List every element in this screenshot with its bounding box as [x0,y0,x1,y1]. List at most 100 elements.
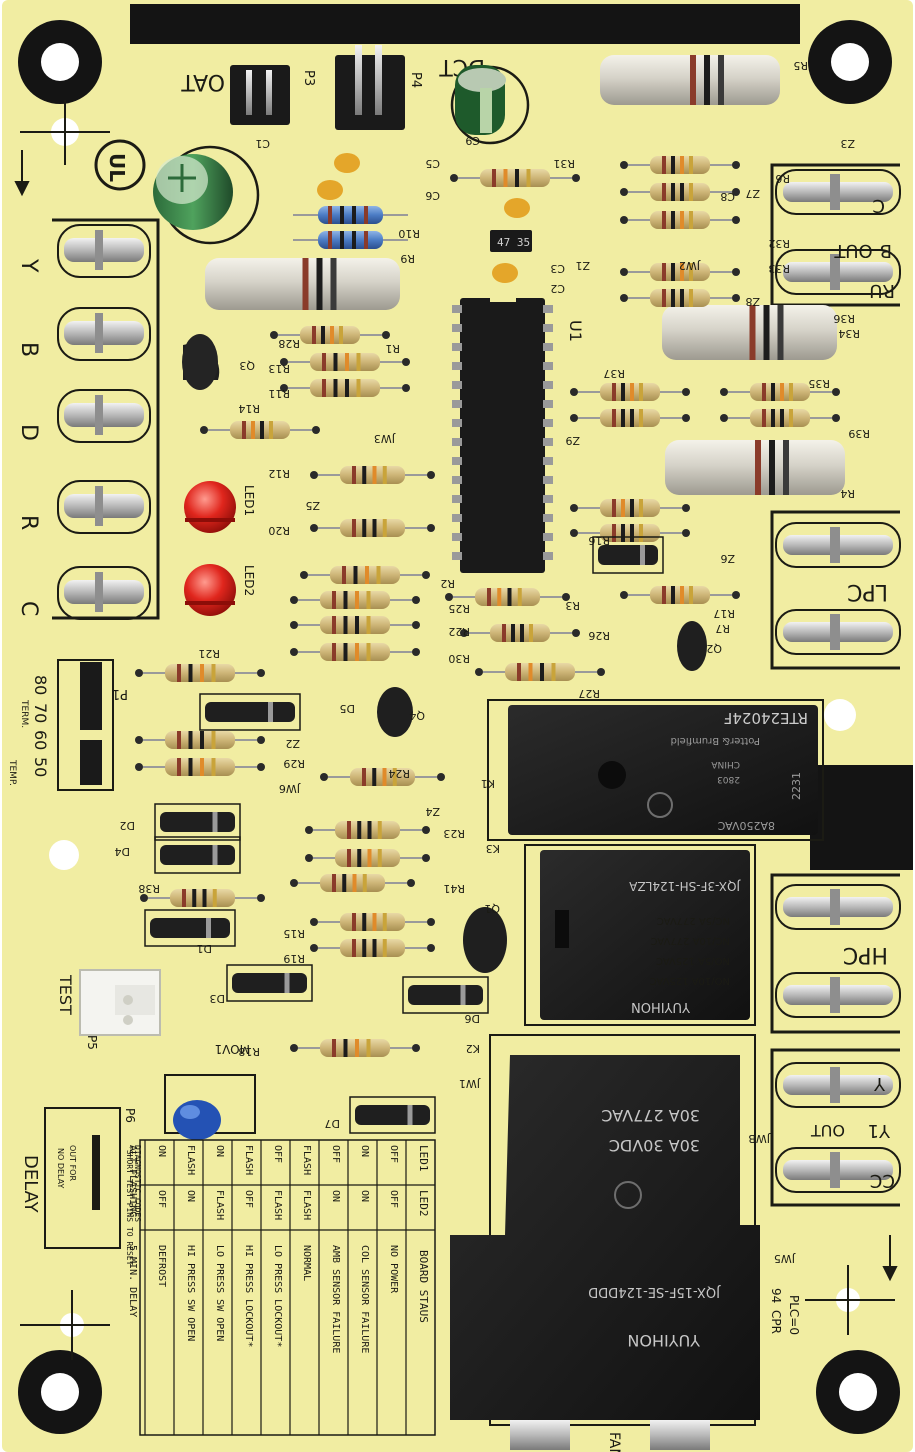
k1-rating: 8A250VAC [717,819,775,832]
svg-text:P3: P3 [301,70,316,86]
silk-label-jw5: JW5 [774,1252,796,1265]
capacitor-c1 [153,145,260,245]
label-y-out: Y [873,1073,886,1094]
svg-text:R15: R15 [283,927,305,940]
diag-row-4-led2: FLASH [301,1190,312,1220]
diag-row-4-status: NORMAL [301,1245,312,1281]
svg-text:R5: R5 [793,59,808,72]
silk-label-q3: Q3 [239,359,255,372]
svg-text:Z2: Z2 [285,737,300,750]
svg-text:RTE24024F: RTE24024F [724,709,808,727]
k2-rating-2: 30A 30VDC [609,1136,700,1155]
zener-z1: 47 35 [490,230,532,252]
label-p3: P3 [301,70,316,86]
resistor-3 [620,183,740,201]
svg-text:Z5: Z5 [305,499,320,512]
svg-text:FLASH: FLASH [214,1190,225,1220]
silk-label-r22: R22 [448,625,470,638]
svg-text:30A 277VAC: 30A 277VAC [601,1106,700,1125]
label-b-out: B-OUT [833,240,892,261]
svg-text:Z9: Z9 [565,434,580,447]
ul-mark-icon: UL [94,139,146,191]
left-terminal-r [57,480,151,534]
diag-row-6-led2: OFF [243,1190,254,1208]
silk-label-r19: R19 [283,952,305,965]
transistor-q3 [182,334,220,390]
svg-text:B: B [16,342,41,357]
label-p5: P5 [85,1035,99,1050]
svg-text:HPC: HPC [843,942,888,967]
svg-text:R14: R14 [238,402,260,415]
ceramic-capacitor-4 [492,263,518,283]
temp-label-80: 80 [31,675,50,695]
silk-label-r30: R30 [448,652,470,665]
delay-header-p6 [44,1107,121,1249]
silk-label-r38: R38 [138,882,160,895]
svg-text:FAN: FAN [606,1432,622,1452]
silk-label-r2: R2 [440,577,455,590]
label-94: 94 [769,1288,783,1303]
label-delay: DELAY [20,1155,41,1214]
svg-text:P5: P5 [85,1035,99,1050]
label-p1: P1 [112,686,128,701]
svg-text:D5: D5 [340,702,355,715]
temp-label-50: 50 [31,757,50,777]
svg-text:Potter& Brumfield: Potter& Brumfield [670,735,760,746]
diag-row-4-led1: FLASH [301,1145,312,1175]
silk-label-r39: R39 [848,427,870,440]
label-p4: P4 [408,72,423,88]
k3-rating-1: NC/5A 277VAC [657,915,730,926]
svg-text:Z8: Z8 [745,295,760,308]
svg-text:R38: R38 [138,882,160,895]
diag-row-8-led1: FLASH [185,1145,196,1175]
diode-2 [154,803,241,841]
silk-label-r33: R33 [768,262,790,275]
blue-resistor-2 [293,231,408,249]
silk-label-z3: Z3 [840,137,855,150]
diag-row-8-led2: ON [185,1190,196,1202]
resistor-26 [475,663,605,681]
resistor-21 [290,616,420,634]
label-hpc: HPC [843,942,888,967]
silk-label-r4: R4 [840,487,855,500]
silk-label-r1: R1 [385,342,400,355]
svg-text:NORMAL: NORMAL [301,1245,312,1281]
mount-hole-top-left [18,20,102,104]
resistor-10 [200,421,320,439]
silk-label-r12: R12 [268,467,290,480]
svg-text:TERM.: TERM. [19,699,29,728]
resistor-20 [290,591,420,609]
right-black-block [810,765,913,870]
mount-hole-top-right [808,20,892,104]
silk-label-r26: R26 [588,629,610,642]
right-terminal-spade-6 [775,972,901,1018]
k2-model: JQX-15F-SE-124DDD [588,1284,721,1299]
diode-5 [226,964,313,1002]
diag-row-7-led2: FLASH [214,1190,225,1220]
silk-label-r13: R13 [268,362,290,375]
ceramic-capacitor-2 [317,180,343,200]
resistor-31 [305,821,430,839]
silk-label-r31: R31 [553,157,575,170]
silk-label-jw2: JW2 [679,259,701,272]
resistor-7 [270,326,390,344]
mount-hole-bottom-right [816,1350,900,1434]
silk-label-r41: R41 [443,882,465,895]
silk-label-jwb: JWB [748,1132,771,1145]
svg-text:RU: RU [869,280,895,301]
diode-6 [402,976,489,1014]
silk-label-z9: Z9 [565,434,580,447]
right-terminal-hpc [770,873,900,1034]
label-y1: Y1 [868,1120,891,1141]
silk-label-c5: C5 [425,157,440,170]
silk-label-k1: K1 [481,777,495,790]
svg-text:CHINA: CHINA [711,759,740,769]
svg-text:AMB SENSOR FAILURE: AMB SENSOR FAILURE [330,1245,341,1353]
resistor-8 [280,353,410,371]
svg-text:NO/10A 125VAC: NO/10A 125VAC [650,975,730,986]
silk-label-k2: K2 [466,1042,480,1055]
diag-row-2-status: COL SENSOR FAILURE [359,1245,370,1353]
svg-text:60: 60 [31,730,50,750]
silk-label-r16: R16 [588,534,610,547]
resistor-35 [310,913,435,931]
